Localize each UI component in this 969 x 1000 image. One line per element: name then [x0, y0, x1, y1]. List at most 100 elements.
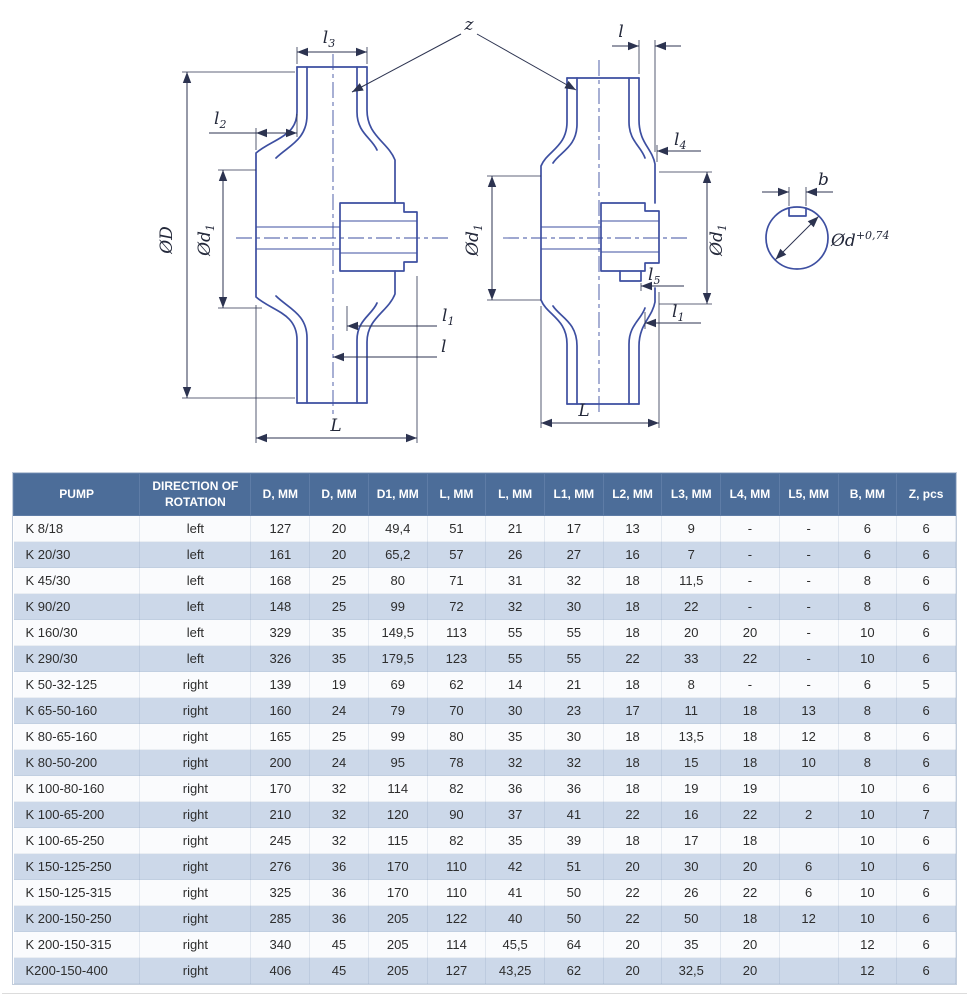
dimension-cell: 45,5 — [485, 931, 545, 959]
dimension-cell: 36 — [309, 879, 369, 907]
dimension-cell: left — [139, 645, 252, 673]
dimension-cell: 13,5 — [661, 723, 722, 751]
dimension-cell: 36 — [544, 775, 604, 803]
dimension-cell: - — [720, 515, 780, 543]
dimension-cell: 18 — [603, 775, 663, 803]
dim-label-z: z — [464, 15, 475, 35]
dimension-cell: 20 — [720, 619, 780, 647]
dim-label-l3: l3 — [323, 28, 335, 50]
part-outline — [540, 77, 568, 405]
dimension-cell: 95 — [368, 749, 428, 777]
hub-outline — [600, 202, 660, 272]
dimension-cell: 161 — [250, 541, 311, 569]
part-outline — [255, 66, 298, 404]
dimension-cell: 5 — [896, 671, 956, 699]
part-outline — [552, 305, 578, 405]
dimension-cell: 22 — [720, 801, 780, 829]
dimension-cell: 82 — [427, 775, 487, 803]
dimension-cell: 22 — [603, 905, 663, 933]
column-header: PUMP — [12, 472, 141, 517]
dimension-cell: 55 — [485, 645, 545, 673]
dimension-cell: left — [139, 541, 252, 569]
dimension-cell: 79 — [368, 697, 428, 725]
dimension-cell: 12 — [838, 931, 898, 959]
dimension-cell: right — [139, 749, 252, 777]
dimension-cell: right — [139, 697, 252, 725]
dimension-cell: 8 — [838, 697, 898, 725]
dimension-cell: 20 — [603, 957, 663, 985]
dimension-cell: 110 — [427, 879, 487, 907]
column-header: L4, MM — [720, 472, 780, 517]
dimension-cell: 7 — [661, 541, 722, 569]
dimension-cell: 40 — [485, 905, 545, 933]
dimension-cell: 2 — [779, 801, 839, 829]
dimension-cell: 20 — [309, 541, 369, 569]
part-outline — [628, 307, 646, 405]
dimension-cell: 6 — [896, 541, 956, 569]
dimension-cell: 21 — [485, 515, 545, 543]
dimension-cell: 20 — [661, 619, 722, 647]
dimension-cell: 18 — [603, 619, 663, 647]
dimension-cell: 55 — [485, 619, 545, 647]
part-outline — [366, 270, 396, 404]
dimension-cell: 329 — [250, 619, 311, 647]
dimension-cell: 20 — [720, 931, 780, 959]
pump-name-cell: K 45/30 — [13, 567, 141, 595]
right-view-dimensions — [487, 40, 712, 428]
dimension-cell: 30 — [661, 853, 722, 881]
dimension-cell: 20 — [603, 931, 663, 959]
dimension-cell: 6 — [896, 697, 956, 725]
dimension-cell: - — [720, 541, 780, 569]
column-header: D, MM — [250, 472, 311, 517]
pump-name-cell: K 200-150-315 — [13, 931, 141, 959]
dimension-cell: 25 — [309, 567, 369, 595]
dimension-cell: 20 — [720, 853, 780, 881]
dimension-cell: 99 — [368, 593, 428, 621]
pump-name-cell: K 90/20 — [13, 593, 141, 621]
shaft-circle — [765, 206, 829, 270]
pump-name-cell: K 100-80-160 — [13, 775, 141, 803]
part-outline — [275, 295, 308, 404]
dimension-cell: 325 — [250, 879, 311, 907]
left-view — [182, 47, 448, 443]
dimension-cell: 205 — [368, 931, 428, 959]
dimension-cell: 6 — [896, 931, 956, 959]
impeller-section-outline — [255, 66, 418, 404]
dimension-cell: 16 — [661, 801, 722, 829]
dimension-cell: 13 — [603, 515, 663, 543]
hub-step — [619, 270, 642, 282]
dimension-cell — [779, 827, 839, 855]
dimension-cell: right — [139, 671, 252, 699]
dimension-cell: 55 — [544, 619, 604, 647]
dimension-cell: 35 — [309, 619, 369, 647]
dimension-cell: 32 — [309, 827, 369, 855]
keyway-outline — [788, 207, 807, 217]
dimension-cell: 160 — [250, 697, 311, 725]
web-line — [256, 226, 340, 250]
dimension-cell: 17 — [603, 697, 663, 725]
dimension-cell: 17 — [661, 827, 722, 855]
dimension-cell: 276 — [250, 853, 311, 881]
dimension-cell: 19 — [720, 775, 780, 803]
dimension-cell: 35 — [485, 723, 545, 751]
dimension-cell: 45 — [309, 957, 369, 985]
column-header: L1, MM — [544, 472, 604, 517]
dimension-cell: 139 — [250, 671, 311, 699]
dimension-cell: 8 — [838, 723, 898, 751]
dimension-cell: 22 — [661, 593, 722, 621]
impeller-section-outline — [540, 77, 660, 405]
shaft-bore-detail — [762, 187, 833, 270]
column-header: Z, pcs — [896, 472, 956, 517]
dimension-cell: 36 — [309, 905, 369, 933]
dimension-line — [775, 216, 819, 260]
dimension-cell: 6 — [779, 879, 839, 907]
bore-line — [601, 220, 659, 253]
dim-label-phiD: ØD — [157, 226, 177, 255]
dimension-cell: 10 — [838, 853, 898, 881]
